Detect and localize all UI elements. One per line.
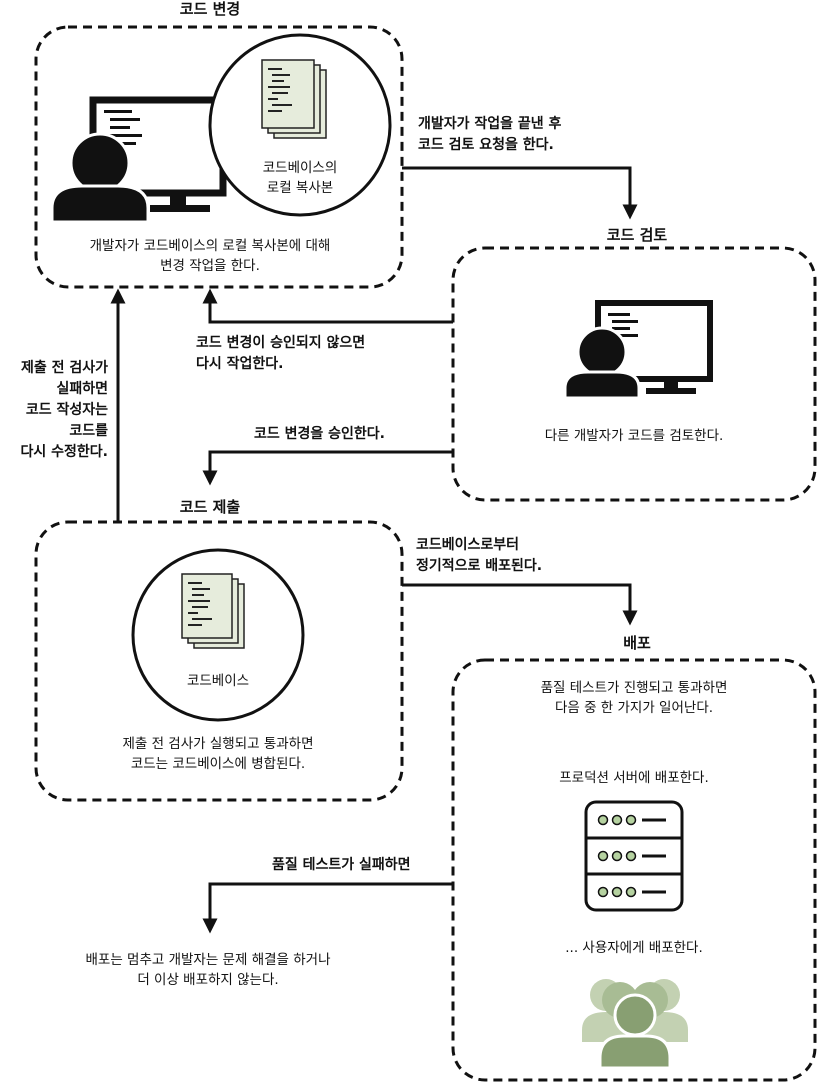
deploy-intro-line1: 품질 테스트가 진행되고 통과하면 bbox=[541, 680, 728, 696]
label-precheck-failed-line1: 제출 전 검사가 bbox=[21, 359, 108, 376]
deploy-title: 배포 bbox=[623, 634, 651, 652]
arrow-to-deploy bbox=[402, 583, 638, 626]
deploy-box bbox=[451, 658, 817, 1082]
codebase-label: 코드베이스 bbox=[187, 673, 249, 689]
code-change-description-line2: 변경 작업을 한다. bbox=[160, 258, 260, 274]
document-stack-icon bbox=[261, 59, 327, 139]
label-approved: 코드 변경을 승인한다. bbox=[254, 425, 385, 442]
label-not-approved-line1: 코드 변경이 승인되지 않으면 bbox=[196, 334, 365, 351]
code-review-description: 다른 개발자가 코드를 검토한다. bbox=[545, 428, 724, 444]
local-copy-label-line2: 로컬 복사본 bbox=[267, 180, 333, 196]
code-submit-description-line1: 제출 전 검사가 실행되고 통과하면 bbox=[122, 736, 313, 752]
outcome-failed-line2: 더 이상 배포하지 않는다. bbox=[137, 972, 278, 988]
label-to-review-line1: 개발자가 작업을 끝낸 후 bbox=[418, 115, 562, 132]
code-submit-description-line2: 코드는 코드베이스에 병합된다. bbox=[131, 756, 305, 772]
arrow-quality-failed bbox=[202, 882, 453, 934]
code-submit-box bbox=[34, 520, 404, 802]
local-copy-label-line1: 코드베이스의 bbox=[263, 160, 338, 176]
label-precheck-failed-line4: 코드를 bbox=[69, 423, 108, 439]
code-review-box bbox=[451, 246, 817, 502]
arrow-to-review bbox=[402, 166, 638, 220]
code-change-description-line1: 개발자가 코드베이스의 로컬 복사본에 대해 bbox=[90, 238, 331, 254]
label-precheck-failed-line5: 다시 수정한다. bbox=[21, 443, 108, 460]
deploy-intro-line2: 다음 중 한 가지가 일어난다. bbox=[555, 700, 713, 716]
label-to-review-line2: 코드 검토 요청을 한다. bbox=[418, 136, 554, 153]
developer-icon bbox=[563, 326, 641, 400]
code-change-title: 코드 변경 bbox=[180, 0, 240, 18]
outcome-failed-line1: 배포는 멈추고 개발자는 문제 해결을 하거나 bbox=[85, 952, 330, 968]
code-submit-title: 코드 제출 bbox=[180, 498, 241, 516]
arrow-approved bbox=[202, 450, 453, 486]
label-not-approved-line2: 다시 작업한다. bbox=[196, 355, 283, 372]
server-icon bbox=[584, 800, 684, 912]
users-icon bbox=[582, 979, 688, 1070]
developer-icon bbox=[50, 132, 150, 224]
label-to-deploy-line1: 코드베이스로부터 bbox=[416, 536, 519, 553]
label-quality-failed: 품질 테스트가 실패하면 bbox=[272, 856, 411, 873]
code-review-title: 코드 검토 bbox=[607, 226, 668, 244]
deploy-option-server: 프로덕션 서버에 배포한다. bbox=[559, 770, 709, 786]
label-to-deploy-line2: 정기적으로 배포된다. bbox=[416, 557, 542, 574]
document-stack-icon bbox=[181, 573, 245, 649]
code-change-box bbox=[34, 25, 404, 289]
label-precheck-failed-line3: 코드 작성자는 bbox=[26, 401, 108, 418]
arrow-not-approved bbox=[202, 288, 453, 324]
deploy-option-users: ... 사용자에게 배포한다. bbox=[565, 940, 703, 956]
label-precheck-failed-line2: 실패하면 bbox=[56, 380, 108, 397]
